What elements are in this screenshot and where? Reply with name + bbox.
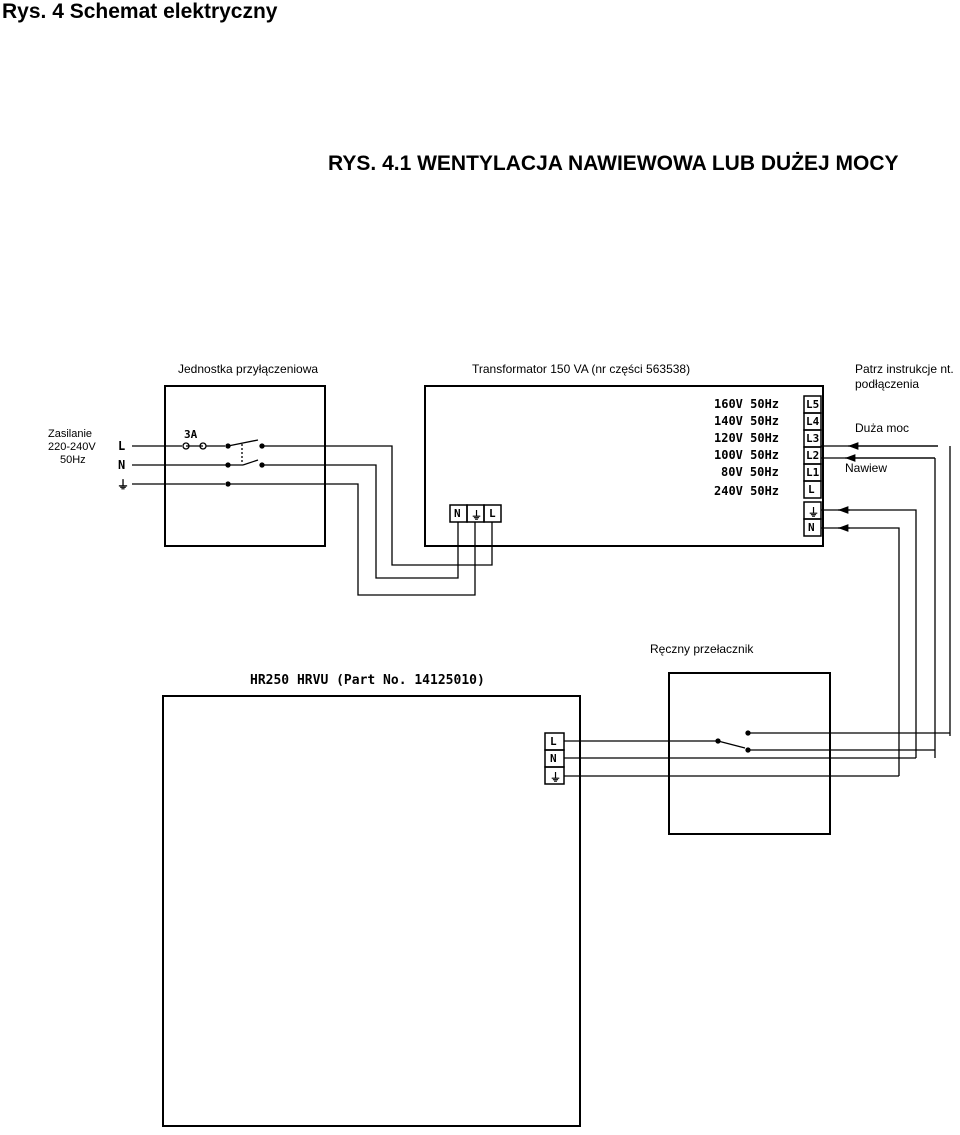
transformer-earth-terminal-label: ⏚ bbox=[808, 506, 819, 519]
tap-voltage-label: 120V 50Hz bbox=[714, 431, 780, 445]
supply-label-line2: 220-240V bbox=[48, 441, 96, 453]
transformer-tap-terminal-strip bbox=[803, 395, 822, 537]
tap-terminal-label: L3 bbox=[806, 432, 820, 445]
tap-terminal-label: L1 bbox=[806, 466, 820, 479]
unit-terminal-label-n: N bbox=[550, 752, 557, 765]
tap-terminal-label: L bbox=[808, 483, 815, 496]
tap-terminal-label: L4 bbox=[806, 415, 820, 428]
section-title: RYS. 4.1 WENTYLACJA NAWIEWOWA LUB DUŻEJ … bbox=[328, 152, 899, 175]
supply-terminal-label-n: N bbox=[118, 458, 126, 472]
high-power-label: Duża moc bbox=[855, 421, 910, 435]
tap-output-wires bbox=[821, 445, 951, 776]
supply-label-line1: Zasilanie bbox=[48, 428, 93, 440]
tap-voltage-label: 100V 50Hz bbox=[714, 448, 780, 462]
transformer-input-terminal-label: ⏚ bbox=[471, 509, 482, 522]
supply-terminal-label-l: L bbox=[118, 439, 126, 453]
tap-voltage-label: 140V 50Hz bbox=[714, 414, 780, 428]
input-arrows bbox=[838, 442, 938, 532]
unit-terminal-label-l: L bbox=[550, 735, 557, 748]
transformer-neutral-terminal-label: N bbox=[808, 521, 815, 534]
connection-to-transformer-wires bbox=[228, 445, 493, 596]
page-title: Rys. 4 Schemat elektryczny bbox=[2, 0, 278, 23]
connection-unit-box bbox=[164, 385, 326, 547]
transformer-box bbox=[424, 385, 824, 547]
fuse-symbol bbox=[182, 442, 225, 450]
tap-voltage-label: 160V 50Hz bbox=[714, 397, 780, 411]
fuse-rating-label: 3A bbox=[184, 428, 198, 441]
unit-name-label: HR250 HRVU (Part No. 14125010) bbox=[250, 673, 485, 688]
hrvu-unit-box bbox=[162, 695, 581, 1127]
supply-terminal-label-earth: ⏚ bbox=[117, 478, 130, 492]
tap-terminal-label: L2 bbox=[806, 449, 820, 462]
supply-wires bbox=[132, 445, 243, 485]
manual-switch-wiring bbox=[564, 730, 950, 777]
supply-label-line3: 50Hz bbox=[60, 454, 86, 466]
isolator-switch-symbol bbox=[225, 439, 265, 487]
see-instructions-label-line1: Patrz instrukcje nt. bbox=[855, 362, 954, 376]
manual-switch-label: Ręczny przełacznik bbox=[650, 642, 754, 656]
tap-terminal-label: L5 bbox=[806, 398, 820, 411]
manual-switch-box bbox=[668, 672, 831, 835]
unit-terminal-label-earth: ⏚ bbox=[550, 771, 561, 784]
supply-air-label: Nawiew bbox=[845, 461, 888, 475]
tap-voltage-label: 240V 50Hz bbox=[714, 484, 780, 498]
transformer-input-terminal-label: L bbox=[489, 507, 496, 520]
tap-voltage-label: 80V 50Hz bbox=[721, 465, 779, 479]
transformer-input-terminal-label: N bbox=[454, 507, 461, 520]
transformer-label: Transformator 150 VA (nr części 563538) bbox=[472, 362, 691, 376]
connection-unit-label: Jednostka przyłączeniowa bbox=[178, 362, 319, 376]
see-instructions-label-line2: podłączenia bbox=[855, 377, 920, 391]
